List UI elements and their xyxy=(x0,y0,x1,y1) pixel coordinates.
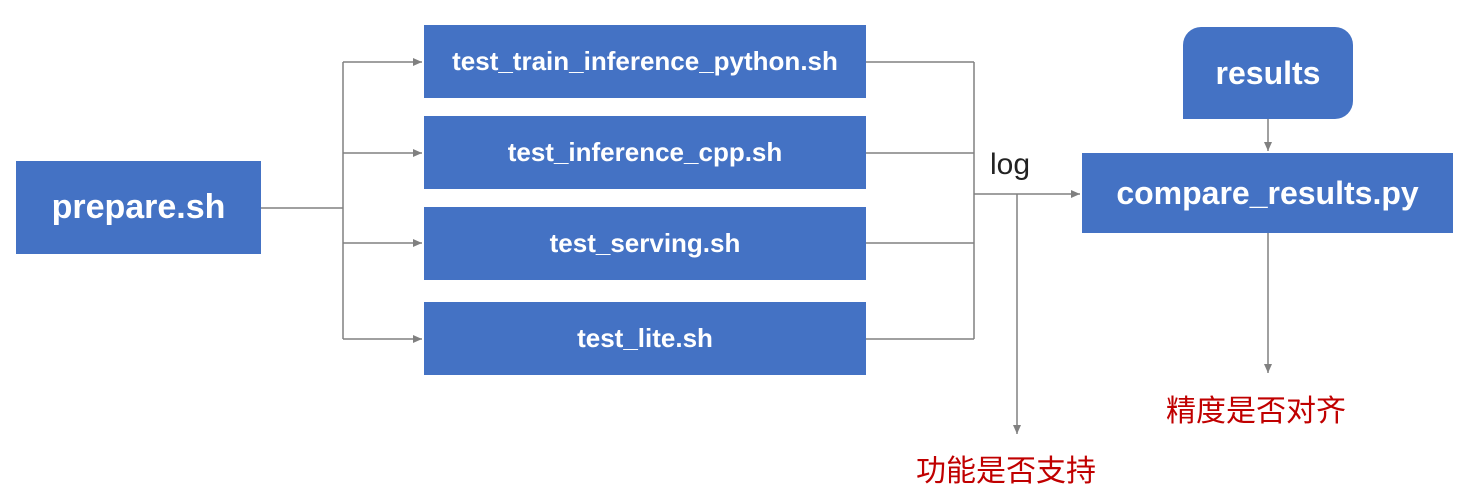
node-test-serving-sh-label: test_serving.sh xyxy=(549,228,741,258)
node-test-lite-sh-label: test_lite.sh xyxy=(577,323,713,353)
log-label: log xyxy=(990,148,1031,181)
node-compare-results-py: compare_results.py xyxy=(1082,153,1453,233)
node-test-inference-cpp-sh: test_inference_cpp.sh xyxy=(424,116,866,189)
node-test-lite-sh: test_lite.sh xyxy=(424,302,866,375)
function-check-label: 功能是否支持 xyxy=(916,454,1096,489)
precision-check-label: 精度是否对齐 xyxy=(1166,394,1346,429)
node-results: results xyxy=(1183,27,1353,119)
node-test-inference-cpp-sh-label: test_inference_cpp.sh xyxy=(507,137,783,167)
node-test-serving-sh: test_serving.sh xyxy=(424,207,866,280)
node-compare-results-py-label: compare_results.py xyxy=(1116,174,1419,211)
node-prepare-sh-label: prepare.sh xyxy=(51,188,226,226)
node-test-train-inference-python-sh: test_train_inference_python.sh xyxy=(424,25,866,98)
node-test-train-inference-python-sh-label: test_train_inference_python.sh xyxy=(452,46,838,76)
node-prepare-sh: prepare.sh xyxy=(16,161,261,254)
node-results-label: results xyxy=(1215,54,1321,91)
